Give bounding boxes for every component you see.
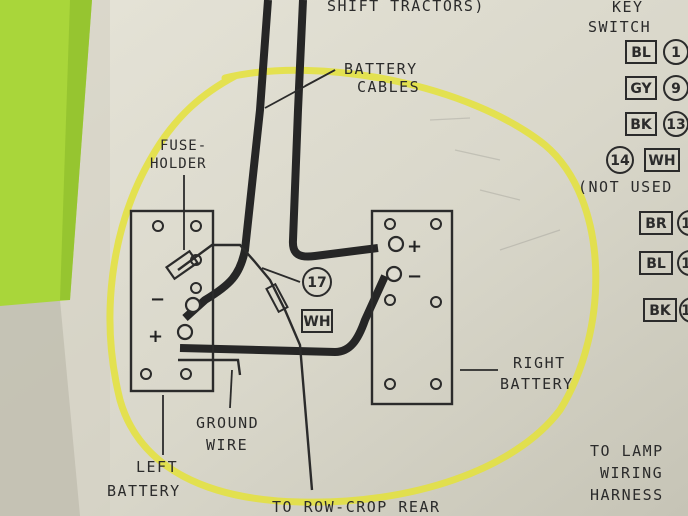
key-row-number: 1 [681, 303, 688, 319]
callout-17-leader [261, 267, 301, 283]
right-minus-sign: − [407, 266, 422, 287]
key-switch-row: GY 9 [625, 75, 688, 101]
key-row-color: BK [649, 303, 672, 319]
left-battery-cell-hole [190, 254, 202, 266]
battery-cables-label-line2: CABLES [357, 78, 420, 96]
ground-wire-leader [229, 369, 233, 409]
left-battery-label-line1: LEFT [136, 458, 178, 476]
right-plus-sign: + [407, 236, 422, 257]
key-switch-row: BK 1 [643, 297, 688, 323]
inline-fuse [265, 282, 289, 314]
key-row-color: BK [630, 117, 653, 133]
battery-cable-right [288, 0, 379, 261]
ground-wire-label-line2: WIRE [206, 436, 248, 454]
bottom-caption: TO ROW-CROP REAR [272, 498, 441, 516]
key-switch-title-line2: SWITCH [588, 18, 651, 36]
right-battery-label-line2: BATTERY [500, 375, 574, 393]
callout-17-circle [302, 267, 332, 297]
right-battery-cell-hole [430, 218, 442, 230]
key-switch-row: BK 13 [625, 111, 688, 137]
key-row-color: WH [648, 153, 675, 169]
battery-cables-label-line1: BATTERY [344, 60, 418, 78]
key-row-color: BR [645, 216, 667, 232]
key-row-number: 1 [671, 45, 681, 61]
to-lamp-label-line3: HARNESS [590, 486, 664, 504]
key-switch-row: 14 WH [606, 146, 680, 174]
left-plus-sign: + [148, 326, 163, 347]
right-battery-label-line1: RIGHT [513, 354, 566, 372]
ground-wire [178, 358, 242, 376]
key-switch-not-used: (NOT USED [578, 178, 673, 196]
left-battery-cell-hole [190, 220, 202, 232]
key-row-number: 9 [671, 81, 681, 97]
key-switch-row: BR 1 [639, 210, 688, 236]
page-stack-edge [0, 300, 80, 516]
left-battery-cell-hole [140, 368, 152, 380]
green-tab-edge [60, 0, 92, 300]
battery-jumper-cable [179, 274, 389, 356]
right-battery [370, 209, 454, 406]
wh-color-label: WH [303, 314, 330, 330]
ground-wire-label-line1: GROUND [196, 414, 259, 432]
left-battery-cell-hole [152, 220, 164, 232]
key-row-number: 14 [610, 153, 630, 169]
left-minus-sign: − [150, 289, 165, 310]
right-battery-cell-hole [384, 294, 396, 306]
right-battery-cell-hole [430, 296, 442, 308]
right-battery-cell-hole [384, 378, 396, 390]
key-row-color: GY [630, 81, 652, 97]
highlight-circle [106, 66, 600, 506]
key-row-number: 1 [681, 256, 688, 272]
key-row-color: BL [646, 256, 666, 272]
key-switch-row: BL 1 [639, 250, 688, 276]
battery-cables-leader [304, 69, 336, 87]
faint-background-print [429, 117, 561, 251]
fuseholder-label-line2: HOLDER [150, 156, 207, 172]
fuse-wire [177, 243, 314, 491]
right-battery-cell-hole [430, 378, 442, 390]
right-battery-cell-hole [384, 218, 396, 230]
key-switch-row: BL 1 [625, 39, 688, 65]
top-caption: SHIFT TRACTORS) [327, 0, 485, 15]
left-battery-cell-hole [190, 282, 202, 294]
fuseholder-label-line1: FUSE- [160, 138, 207, 154]
to-lamp-label-line1: TO LAMP [590, 442, 664, 460]
left-battery-negative-terminal [184, 296, 202, 314]
right-battery-negative-terminal [385, 265, 403, 283]
key-row-number: 1 [681, 216, 688, 232]
left-battery-label-line2: BATTERY [107, 482, 181, 500]
left-battery [129, 209, 215, 393]
callout-17-label: 17 [307, 275, 326, 291]
left-battery-cell-hole [180, 368, 192, 380]
key-row-number: 13 [666, 117, 685, 133]
right-battery-positive-terminal [387, 235, 405, 253]
fuseholder [164, 249, 200, 281]
key-switch-title-line1: KEY [612, 0, 644, 16]
to-lamp-label-line2: WIRING [600, 464, 663, 482]
key-row-color: BL [631, 45, 651, 61]
wh-color-box [301, 309, 333, 333]
left-battery-positive-terminal [176, 323, 194, 341]
